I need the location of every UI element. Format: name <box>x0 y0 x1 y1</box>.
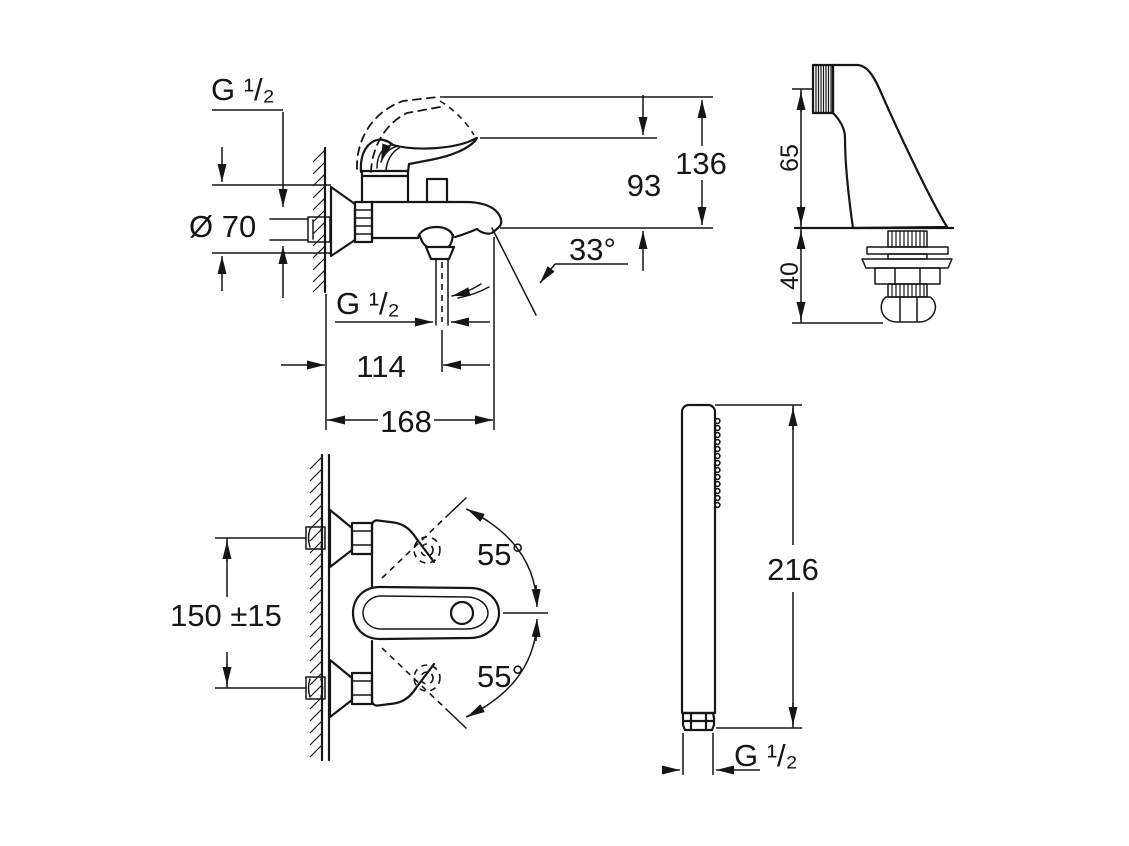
dim-168: 168 <box>327 404 493 439</box>
shower-hose <box>435 258 449 326</box>
supply-thread-label: G ¹/₂ <box>211 72 275 107</box>
dim-216-label: 216 <box>767 552 819 587</box>
shank-hex-nut <box>874 267 941 285</box>
spout-outlet <box>449 600 475 626</box>
bottom-union <box>305 658 374 719</box>
dim-55-top-label: 55° <box>477 537 524 572</box>
top-union-nut <box>350 521 374 556</box>
escutcheon <box>329 185 357 258</box>
lever-handle <box>359 136 479 174</box>
shank-thread-upper-hatch <box>891 231 925 247</box>
top-union-cap-detail <box>307 528 324 548</box>
hand-shower-body <box>680 403 717 715</box>
dim-55-bottom-label: 55° <box>477 659 524 694</box>
shower-outlet-boss <box>416 225 455 249</box>
front-wall-hatching <box>309 456 323 758</box>
cartridge-housing <box>360 169 410 204</box>
dim-40-label: 40 <box>776 262 804 290</box>
shank-flange <box>861 258 953 269</box>
supply-fitting <box>307 216 331 243</box>
body-left-bottom <box>370 200 420 240</box>
spray-nozzles <box>714 417 721 509</box>
front-wall-lines <box>320 453 331 762</box>
front-body <box>370 519 436 707</box>
dim-hose-thread: G ¹/₂ <box>335 286 490 327</box>
shank-hex-nut-facets <box>894 267 921 285</box>
lever-raised-outer <box>356 96 439 170</box>
swivel-position-bottom-inner <box>420 671 434 685</box>
holder-view: 65 40 <box>776 63 955 324</box>
shank-washer <box>866 246 949 255</box>
dim-65: 65 <box>776 88 813 228</box>
lever-handle-detail <box>376 144 400 171</box>
dim-spout-angle: 33° <box>539 232 628 284</box>
dim-supply-thread: G ¹/₂ <box>211 72 288 298</box>
hand-shower-nut <box>681 711 716 732</box>
dim-shower-thread: G ¹/₂ <box>662 733 798 775</box>
holder-body <box>831 63 949 230</box>
top-union-cone <box>328 508 354 569</box>
dim-114: 114 <box>281 349 490 384</box>
dim-93: 93 <box>627 95 661 271</box>
top-union <box>305 508 374 569</box>
spout-outer <box>351 585 501 641</box>
union-nut <box>353 200 374 244</box>
hose-connector <box>424 245 456 261</box>
wall-hatching <box>312 149 326 293</box>
supply-fitting-detail <box>312 219 326 240</box>
dim-114-label: 114 <box>356 349 405 384</box>
shank-thread-lower-hatch <box>891 284 925 297</box>
dim-150: 150 ±15 <box>170 537 306 689</box>
spout <box>453 200 503 239</box>
spout-angle-line <box>491 227 537 316</box>
lever-travel-arc <box>439 100 475 136</box>
swivel-position-bottom <box>413 664 441 692</box>
swivel-position-top <box>413 536 441 564</box>
holder-clamp-hatching <box>815 65 832 113</box>
union-nut-threads <box>354 209 373 235</box>
lever-motion-arrow <box>380 143 399 163</box>
dim-150-label: 150 ±15 <box>170 598 282 633</box>
dim-216: 216 <box>715 404 819 729</box>
hose-swivel-arrow <box>451 283 482 297</box>
dim-136-label: 136 <box>675 146 727 181</box>
supply-pipe <box>269 218 309 241</box>
dim-55-bottom: 55° <box>465 618 541 718</box>
dim-40: 40 <box>776 228 883 324</box>
hose-thread-label: G ¹/₂ <box>336 286 400 321</box>
spout-angle-label: 33° <box>569 232 616 267</box>
bottom-union-cone <box>328 658 354 719</box>
dim-136: 136 <box>675 100 727 225</box>
lever-raised-inner <box>370 106 441 173</box>
escutcheon-diameter-label: Ø 70 <box>189 209 256 244</box>
dim-93-label: 93 <box>627 168 661 203</box>
bottom-union-cap-detail <box>307 678 324 698</box>
dim-168-label: 168 <box>380 404 432 439</box>
dim-escutcheon-diameter: Ø 70 <box>189 147 331 291</box>
swivel-axis-bottom <box>381 647 447 710</box>
dim-55-top: 55° <box>465 508 541 608</box>
hand-shower-view: 216 G ¹/₂ <box>662 403 819 775</box>
swivel-axis-top <box>381 516 447 579</box>
bottom-union-nut <box>350 671 374 706</box>
spout-inner <box>362 595 489 630</box>
swivel-position-top-inner <box>420 543 434 557</box>
side-view: G ¹/₂ Ø 70 93 136 33° <box>189 72 727 439</box>
dim-65-label: 65 <box>776 144 804 172</box>
diverter-knob <box>425 177 449 204</box>
shower-thread-label: G ¹/₂ <box>734 738 798 773</box>
shank-end-nut <box>880 296 937 323</box>
front-view: 55° 55° 150 ±15 <box>170 453 548 762</box>
